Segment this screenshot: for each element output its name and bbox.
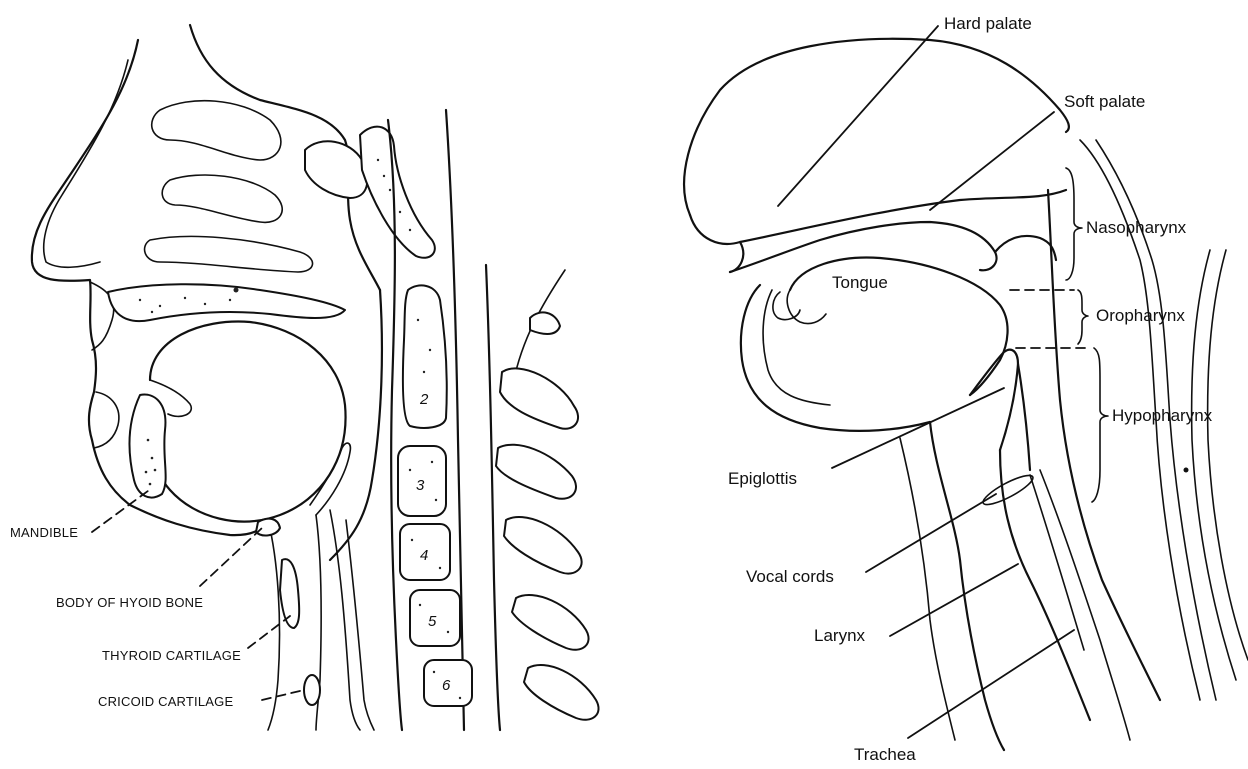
- nose-inner-outline: [44, 60, 128, 267]
- epiglottis-back: [1018, 364, 1030, 470]
- bracket-hypopharynx: [1092, 348, 1108, 502]
- label-soft-palate: Soft palate: [1064, 92, 1145, 111]
- hyoid-bone: [256, 519, 280, 536]
- turbinate-lower: [145, 236, 313, 272]
- label-oropharynx: Oropharynx: [1096, 306, 1185, 325]
- clivus-bone: [360, 127, 435, 258]
- cervical-vertebrae: 2 3 4 5 6: [398, 285, 472, 706]
- soft-palate-outline: [995, 236, 1056, 260]
- leader-vocal-cords: [866, 494, 996, 572]
- leader-cricoid: [262, 690, 304, 700]
- label-tongue: Tongue: [832, 273, 888, 292]
- nose-tip-right: [690, 215, 743, 272]
- spinal-canal-back: [486, 265, 500, 730]
- thyroid-cartilage: [280, 559, 299, 628]
- spinous-process-6: [524, 665, 599, 720]
- vertebra-label-c5: 5: [428, 613, 437, 630]
- palate-floor-line: [730, 222, 997, 272]
- label-nasopharynx: Nasopharynx: [1086, 218, 1187, 237]
- label-hard-palate: Hard palate: [944, 14, 1032, 33]
- label-larynx: Larynx: [814, 626, 866, 645]
- spinous-processes: [496, 312, 599, 719]
- lower-lip-chin-right: [741, 285, 930, 431]
- label-cricoid: CRICOID CARTILAGE: [98, 694, 233, 709]
- esophagus-line-inner: [1030, 475, 1084, 650]
- bracket-nasopharynx: [1066, 168, 1082, 280]
- pharynx-back-wall-right: [1048, 190, 1160, 700]
- leader-hard-palate: [778, 26, 938, 206]
- spinous-process-1: [530, 312, 560, 334]
- tongue-outline-right: [790, 258, 1008, 395]
- bracket-oropharynx: [1078, 290, 1088, 344]
- leader-epiglottis: [832, 388, 1004, 468]
- left-sagittal-diagram: 2 3 4 5 6 MANDIBLE: [10, 25, 599, 730]
- hard-palate-bone: [108, 284, 345, 321]
- turbinate-upper: [152, 101, 281, 160]
- label-hypopharynx: Hypopharynx: [1112, 406, 1213, 425]
- esophagus-line: [1040, 470, 1130, 740]
- label-epiglottis: Epiglottis: [728, 469, 797, 488]
- larynx-back-wall: [1000, 450, 1090, 720]
- epiglottis-left: [310, 443, 350, 515]
- trachea-ring-line: [900, 438, 955, 740]
- label-thyroid: THYROID CARTILAGE: [102, 648, 241, 663]
- cricoid-cartilage: [304, 675, 320, 705]
- vocal-cords-shape: [980, 471, 1036, 510]
- spinous-process-5: [512, 595, 589, 650]
- lower-lip: [94, 392, 119, 448]
- palate-roof-line: [740, 190, 1066, 242]
- mandible-bone: [129, 395, 165, 498]
- vertebra-label-c2: 2: [419, 391, 429, 408]
- nasal-cap-outline: [684, 39, 1069, 215]
- spinous-process-2: [500, 368, 578, 428]
- spinous-process-3: [496, 445, 576, 499]
- label-trachea: Trachea: [854, 745, 916, 764]
- pharynx-posterior-wall: [330, 290, 382, 560]
- leader-hyoid: [200, 528, 262, 586]
- vertebra-label-c3: 3: [416, 477, 425, 494]
- label-vocal-cords: Vocal cords: [746, 567, 834, 586]
- leader-thyroid: [248, 616, 290, 648]
- tongue-outline-left: [149, 322, 346, 522]
- turbinate-middle: [162, 175, 282, 222]
- leader-larynx: [890, 564, 1018, 636]
- vertebra-label-c6: 6: [442, 677, 451, 694]
- right-pharynx-diagram: Hard palate Soft palate Nasopharynx Tong…: [684, 14, 1248, 764]
- skull-base-bone: [305, 141, 367, 198]
- lower-incisor-right: [773, 292, 800, 320]
- vertebra-label-c4: 4: [420, 547, 428, 564]
- spinous-process-4: [504, 517, 582, 574]
- spine-dot: [1184, 468, 1189, 473]
- larynx-front-wall: [930, 422, 1004, 750]
- label-hyoid: BODY OF HYOID BONE: [56, 595, 203, 610]
- label-mandible: MANDIBLE: [10, 525, 78, 540]
